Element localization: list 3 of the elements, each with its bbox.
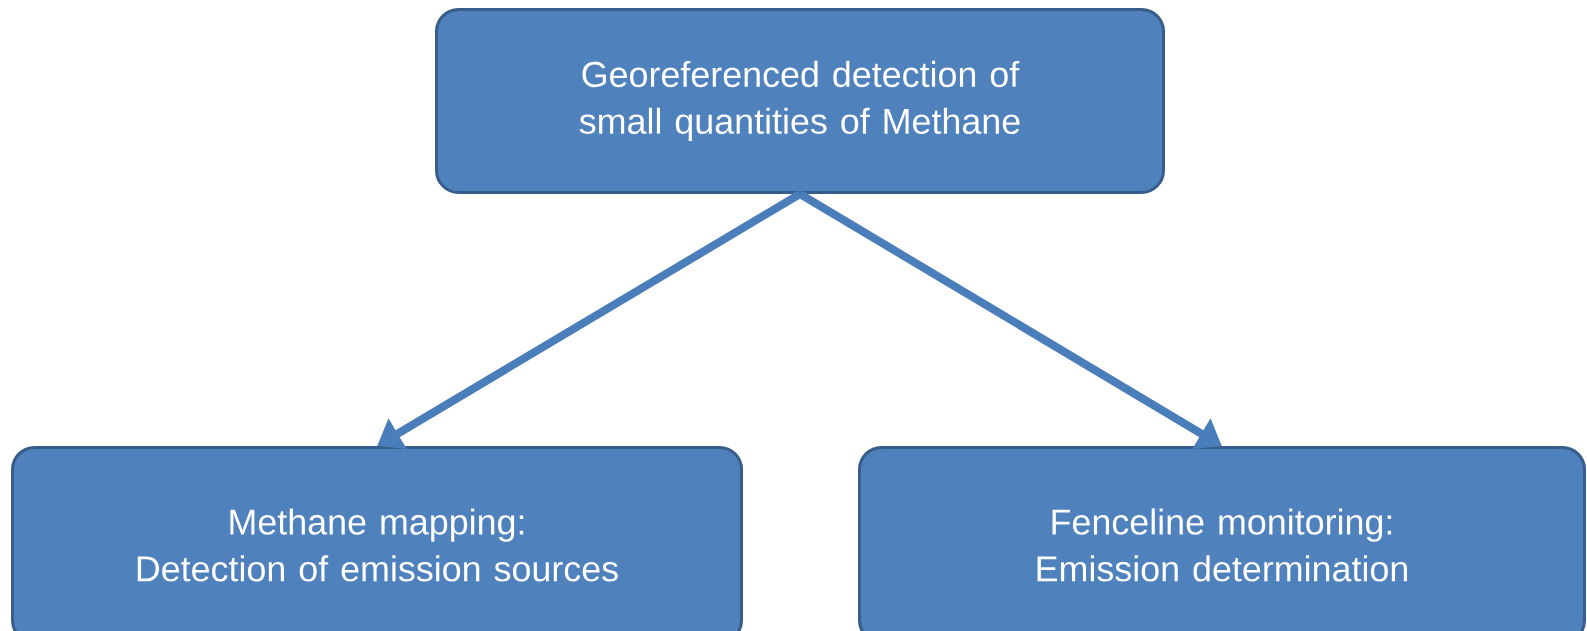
process-box: Methane mapping: Detection of emission sources — [11, 446, 743, 631]
process-box: Georeferenced detection of small quantities of Methane — [435, 8, 1165, 194]
process-box: Fenceline monitoring: Emission determination — [858, 446, 1586, 631]
